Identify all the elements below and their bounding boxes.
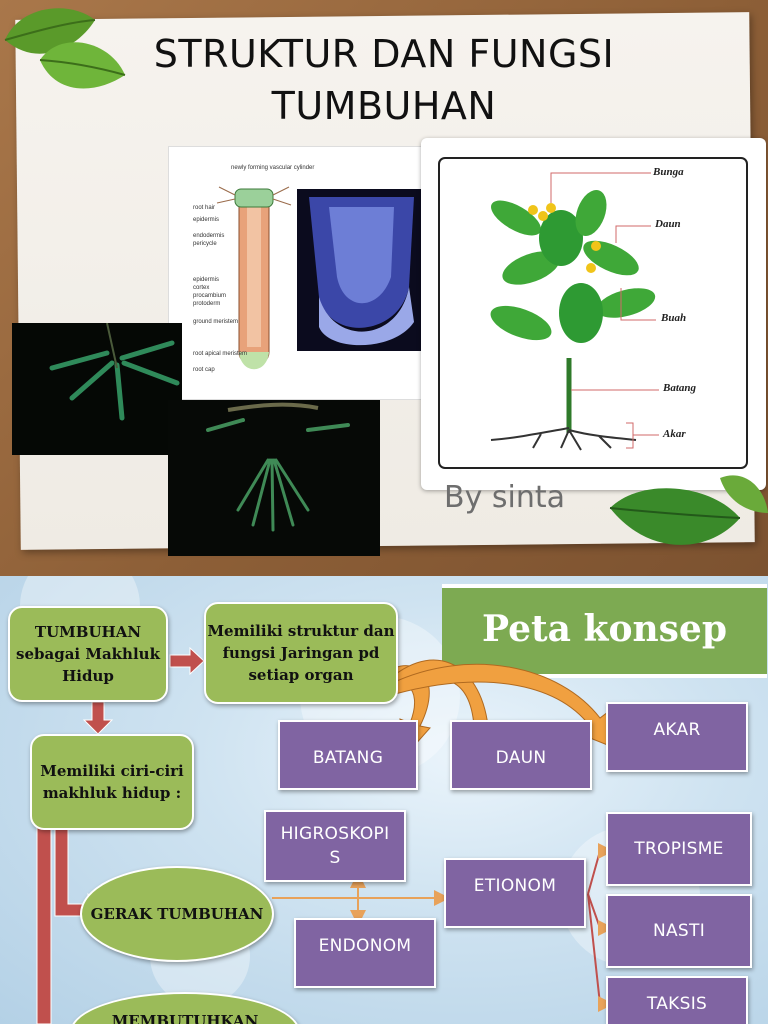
root-label: endodermis [193,233,225,239]
node-etionom: ETIONOM [444,858,586,928]
title-line-1: STRUKTUR DAN FUNGSI [153,32,615,76]
root-structure-image: newly forming vascular cylinder root hai… [168,146,428,400]
root-label: newly forming vascular cylinder [231,165,315,171]
node-struktur: Memiliki struktur dan fungsi Jaringan pd… [204,602,398,704]
author-byline: By sinta [444,480,565,515]
root-label: protoderm [193,301,221,307]
leaf-decoration-bottom-right [609,475,768,545]
node-daun: DAUN [450,720,592,790]
plant-label: Akar [663,428,686,440]
root-label: cortex [193,285,210,291]
root-label: ground meristem [193,319,239,325]
node-tropisme: TROPISME [606,812,752,886]
root-label: pericycle [193,241,217,247]
node-ciri: Memiliki ciri-ciri makhluk hidup : [30,734,194,830]
node-higroskopis: HIGROSKOPIS [264,810,406,882]
title-slide: STRUKTUR DAN FUNGSI TUMBUHAN newly formi… [0,0,768,576]
plant-parts-image: Bunga Daun Buah Batang Akar [421,138,766,490]
node-taksis: TAKSIS [606,976,748,1024]
root-label: epidermis [193,277,220,283]
root-label: root hair [193,205,216,211]
node-batang: BATANG [278,720,418,790]
concept-map-heading: Peta konsep [442,584,767,678]
root-label: root apical meristem [193,351,248,357]
node-nasti: NASTI [606,894,752,968]
slide-title: STRUKTUR DAN FUNGSI TUMBUHAN [0,28,768,132]
mimosa-photo-2 [168,400,380,556]
title-line-2: TUMBUHAN [271,84,497,128]
root-label: root cap [193,367,215,373]
root-label: epidermis [193,217,220,223]
plant-label: Bunga [653,166,684,178]
heading-text: Peta konsep [482,608,727,650]
root-label: procambium [193,293,227,299]
mimosa-photo-1 [12,323,182,455]
concept-map-slide: Peta konsep TUMBUHAN sebagai Makhluk Hid… [0,576,768,1024]
node-tumbuhan: TUMBUHAN sebagai Makhluk Hidup [8,606,168,702]
node-akar: AKAR [606,702,748,772]
node-endonom: ENDONOM [294,918,436,988]
plant-label: Buah [661,312,687,324]
plant-label: Daun [655,218,681,230]
plant-label: Batang [663,382,697,394]
node-gerak: GERAK TUMBUHAN [80,866,274,962]
leaf-decoration-top-left [4,8,126,89]
